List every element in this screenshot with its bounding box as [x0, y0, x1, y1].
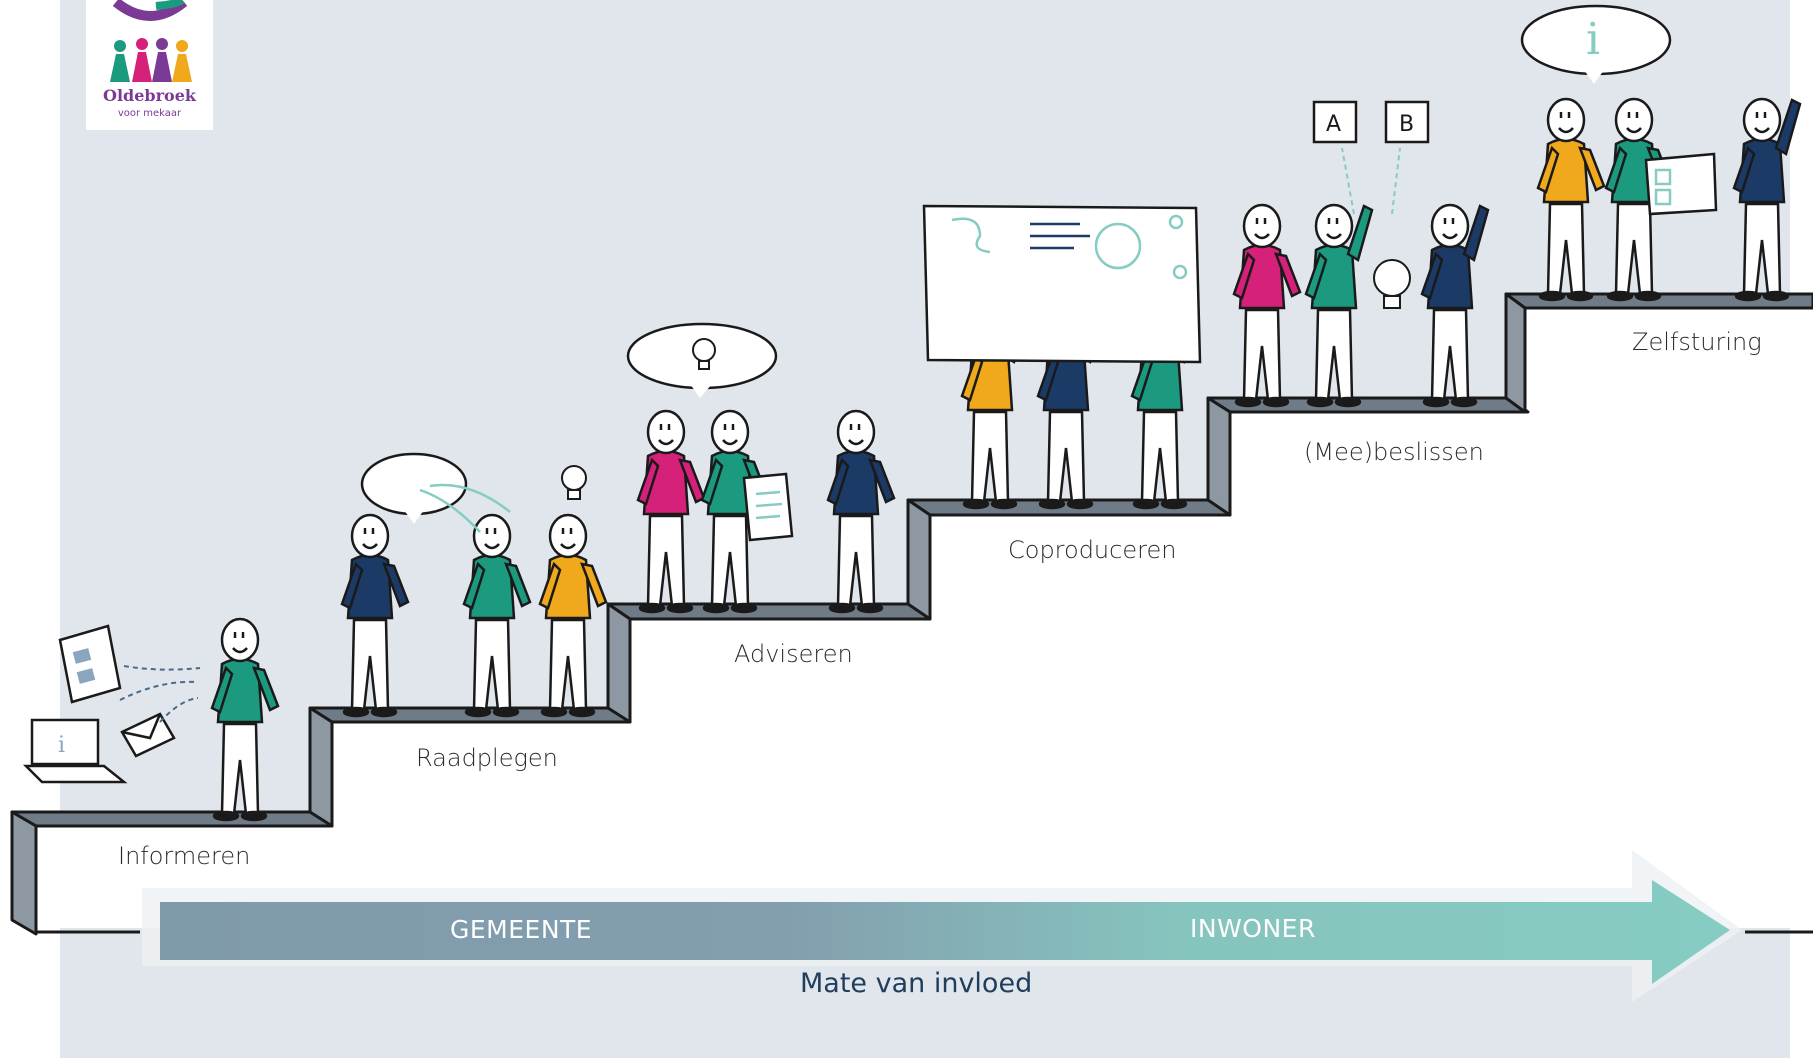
info-arrows [119, 665, 201, 723]
person-figure [1304, 203, 1374, 408]
person-figure [462, 513, 532, 718]
person-figure [1420, 203, 1490, 408]
person-figure [1536, 97, 1606, 302]
option-b-label: B [1399, 112, 1414, 137]
arrow-label-inwoner: INWONER [1190, 914, 1316, 943]
option-a-box [1312, 100, 1358, 144]
advice-document [742, 472, 794, 542]
option-b-box [1384, 100, 1430, 144]
stair-front-fill [36, 304, 1813, 928]
raadplegen-arrows [419, 483, 511, 533]
info-icon-zelfsturing: i [1586, 14, 1600, 65]
person-figure [636, 409, 706, 614]
oldebroek-logo: Oldebroek voor mekaar [86, 0, 213, 130]
plan-document [1644, 152, 1718, 216]
person-figure [700, 409, 770, 614]
newspaper-icon [58, 624, 122, 704]
influence-caption: Mate van invloed [800, 968, 1033, 999]
ballot-options [1312, 100, 1430, 144]
svg-text:i: i [58, 733, 65, 758]
envelope-icon [120, 712, 176, 758]
whiteboard [922, 204, 1202, 364]
option-a-label: A [1326, 112, 1341, 137]
logo-brand-name: Oldebroek [103, 86, 196, 105]
person-figure [826, 409, 896, 614]
lightbulb-icon-beslissen [1373, 259, 1411, 309]
step-label-adviseren: Adviseren [734, 640, 853, 668]
person-figure [210, 617, 280, 822]
person-figure [340, 513, 410, 718]
influence-arrow[interactable] [160, 880, 1730, 984]
laptop-icon: i [22, 718, 128, 784]
step-label-coproduceren: Coproduceren [1008, 536, 1177, 564]
arrow-label-gemeente: GEMEENTE [450, 915, 593, 944]
person-figure [1732, 97, 1802, 302]
ballot-arrows [1341, 147, 1401, 215]
step-label-meebeslissen: (Mee)beslissen [1304, 438, 1484, 466]
step-label-informeren: Informeren [118, 842, 251, 870]
people-illustrations [210, 97, 1802, 822]
step-label-raadplegen: Raadplegen [416, 744, 558, 772]
logo-tagline: voor mekaar [117, 108, 182, 119]
lightbulb-icon-adviseren [692, 338, 716, 370]
person-figure [538, 513, 608, 718]
step-label-zelfsturing: Zelfsturing [1632, 328, 1762, 356]
lightbulb-icon-raadplegen [561, 465, 587, 500]
person-figure [1232, 203, 1302, 408]
